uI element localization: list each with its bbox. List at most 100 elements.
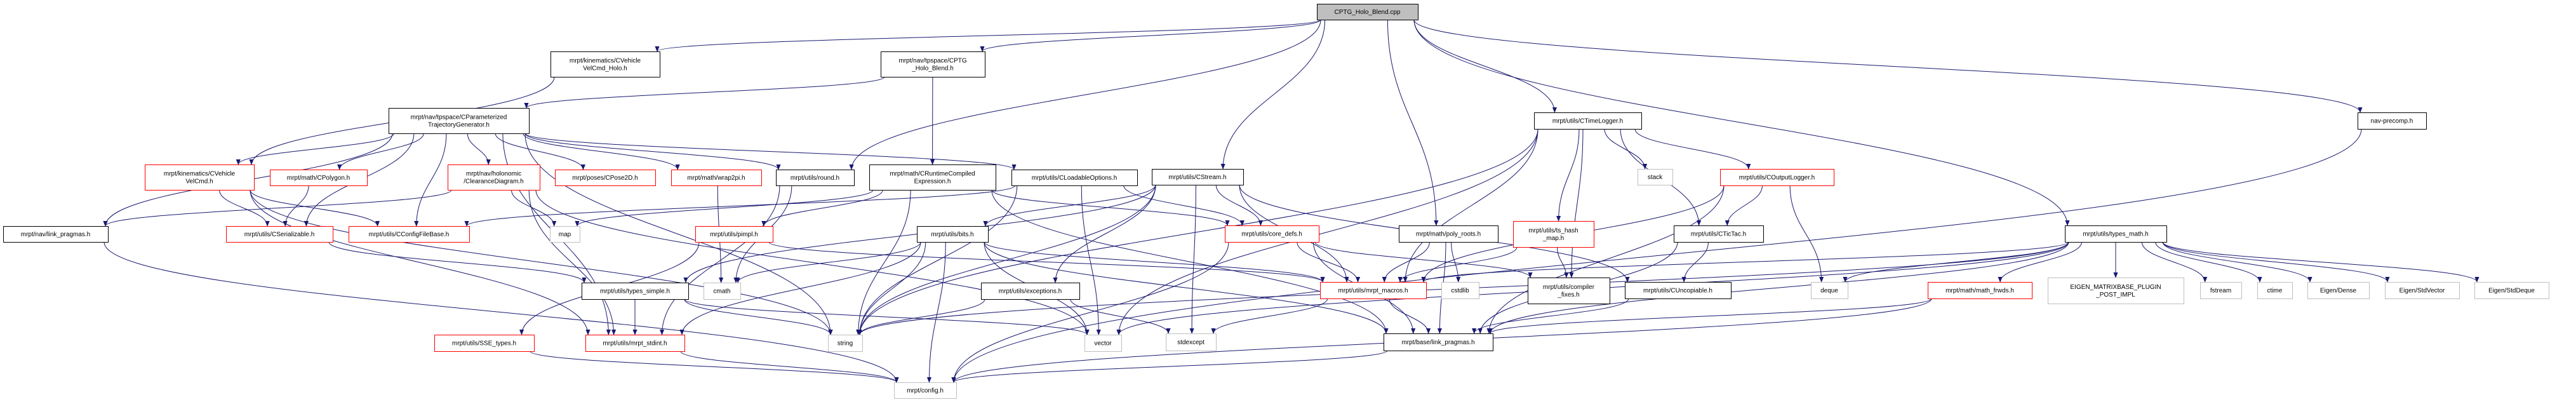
node-uncopiable[interactable]: mrpt/utils/CUncopiable.h — [1625, 282, 1732, 299]
node-label: CPTG_Holo_Blend.cpp — [1335, 9, 1401, 16]
edge-bits-to-string — [857, 241, 926, 335]
node-box — [389, 108, 530, 134]
node-label: mrpt/utils/compiler — [1543, 284, 1595, 291]
node-coutlogger[interactable]: mrpt/utils/COutputLogger.h — [1720, 169, 1834, 186]
edge-root-to-velholo — [655, 19, 1321, 52]
edge-typesmath-to-baselink — [1488, 241, 2069, 334]
node-label: Expression.h — [914, 178, 951, 185]
node-box — [145, 164, 255, 191]
node-label: vector — [1094, 340, 1112, 347]
node-label: mrpt/utils/types_simple.h — [600, 288, 670, 295]
node-compfixes[interactable]: mrpt/utils/compiler_fixes.h — [1528, 278, 1610, 304]
node-mathfrwds[interactable]: mrpt/math/math_frwds.h — [1928, 282, 2032, 299]
node-bits[interactable]: mrpt/utils/bits.h — [917, 226, 989, 243]
node-label: mrpt/utils/CTicTac.h — [1691, 231, 1746, 238]
node-box — [1811, 282, 1848, 299]
node-polyroots[interactable]: mrpt/math/poly_roots.h — [1399, 225, 1498, 243]
node-ptgholo[interactable]: mrpt/nav/tpspace/CPTG_Holo_Blend.h — [881, 51, 985, 77]
node-sse[interactable]: mrpt/utils/SSE_types.h — [434, 335, 535, 352]
edge-typesmath-to-stddeque — [2162, 241, 2479, 283]
edge-pimpl-to-macros — [768, 241, 1325, 283]
node-wrap2pi[interactable]: mrpt/math/wrap2pi.h — [671, 170, 762, 186]
node-label: mrpt/utils/ts_hash — [1528, 227, 1578, 234]
edge-rce-to-coredefs — [991, 189, 1230, 226]
edge-coutlogger-to-ctictac — [1725, 185, 1763, 226]
node-cstream[interactable]: mrpt/utils/CStream.h — [1152, 169, 1244, 185]
node-box — [2065, 225, 2167, 243]
edge-bits-to-config — [926, 241, 946, 383]
node-label: mrpt/nav/holonomic — [466, 171, 521, 178]
edge-navprecomp-to-config — [951, 128, 2362, 383]
node-typessimple[interactable]: mrpt/utils/types_simple.h — [582, 283, 689, 300]
edge-mathfrwds-to-baselink — [1488, 298, 1932, 334]
node-box — [550, 226, 580, 243]
nodes-layer: CPTG_Holo_Blend.cpp mrpt/kinematics/CVehi… — [3, 4, 2549, 399]
node-cserializable[interactable]: mrpt/utils/CSerializable.h — [226, 226, 333, 243]
node-cpolygon[interactable]: mrpt/math/CPolygon.h — [270, 170, 368, 186]
edge-clearance-to-map — [511, 189, 557, 227]
node-label: nav-precomp.h — [2371, 118, 2413, 125]
node-box — [1152, 169, 1244, 185]
node-box — [869, 164, 996, 191]
node-label: mrpt/utils/CConfigFileBase.h — [369, 231, 450, 238]
edge-root-to-round — [849, 19, 1321, 170]
node-eigendense: Eigen/Dense — [2307, 282, 2370, 299]
edge-rce-to-map — [575, 189, 874, 227]
node-box — [555, 170, 656, 186]
node-coredefs[interactable]: mrpt/utils/core_defs.h — [1225, 225, 1319, 243]
node-exceptions[interactable]: mrpt/utils/exceptions.h — [981, 283, 1080, 300]
node-typesmath[interactable]: mrpt/utils/types_math.h — [2065, 225, 2167, 243]
node-navprecomp[interactable]: nav-precomp.h — [2358, 112, 2427, 130]
node-clearance[interactable]: mrpt/nav/holonomic/ClearanceDiagram.h — [448, 164, 540, 191]
node-label: mrpt/utils/types_math.h — [2083, 231, 2148, 238]
node-label: Eigen/StdVector — [2399, 288, 2445, 295]
node-box — [1528, 278, 1610, 304]
node-stdvector: Eigen/StdVector — [2385, 282, 2460, 299]
node-navlink[interactable]: mrpt/nav/link_pragmas.h — [3, 226, 109, 243]
node-ptg[interactable]: mrpt/nav/tpspace/CParameterizedTrajector… — [389, 108, 530, 134]
node-box — [2307, 282, 2370, 299]
node-label: mrpt/utils/round.h — [791, 175, 839, 182]
node-cpose2d[interactable]: mrpt/poses/CPose2D.h — [555, 170, 656, 186]
node-cconfig[interactable]: mrpt/utils/CConfigFileBase.h — [349, 226, 470, 243]
edge-root-to-timelogger — [1413, 19, 1558, 113]
node-box — [1638, 169, 1673, 185]
node-root[interactable]: CPTG_Holo_Blend.cpp — [1317, 4, 1418, 20]
node-timelogger[interactable]: mrpt/utils/CTimeLogger.h — [1534, 112, 1642, 130]
node-box — [894, 382, 957, 399]
node-vector: vector — [1084, 335, 1122, 352]
node-box — [582, 283, 689, 300]
node-macros[interactable]: mrpt/utils/mrpt_macros.h — [1320, 282, 1427, 299]
edge-macros-to-stdexcept — [1211, 298, 1328, 334]
edge-timelogger-to-tshash — [1556, 128, 1580, 222]
edge-cstream-to-coredefs — [1215, 184, 1264, 226]
edge-loadable-to-coredefs — [1123, 185, 1245, 226]
node-box — [1928, 282, 2032, 299]
node-pimpl[interactable]: mrpt/utils/pimpl.h — [695, 226, 773, 243]
node-round[interactable]: mrpt/utils/round.h — [776, 170, 855, 186]
node-loadable[interactable]: mrpt/utils/CLoadableOptions.h — [1011, 170, 1138, 186]
node-tshash[interactable]: mrpt/utils/ts_hash_map.h — [1513, 221, 1594, 248]
node-box — [448, 164, 540, 191]
edge-rce-to-pimpl — [761, 189, 883, 227]
node-box — [2257, 282, 2293, 299]
edge-typesmath-to-mathfrwds — [1998, 241, 2082, 283]
edge-ptg-to-wrap2pi — [523, 133, 680, 170]
edge-ptg-to-cpolygon — [337, 133, 424, 170]
node-label: mrpt/nav/tpspace/CParameterized — [411, 114, 507, 121]
edge-root-to-polyroots — [1387, 19, 1439, 226]
node-ctictac[interactable]: mrpt/utils/CTicTac.h — [1674, 225, 1764, 243]
node-box — [1720, 169, 1834, 186]
node-stdint[interactable]: mrpt/utils/mrpt_stdint.h — [585, 335, 685, 352]
node-label: stdexcept — [1177, 339, 1205, 346]
node-box — [2385, 282, 2460, 299]
node-label: map — [559, 231, 571, 238]
edge-coredefs-to-macros — [1297, 241, 1361, 283]
edge-root-to-cstream — [1220, 19, 1326, 170]
node-label: mrpt/utils/CStream.h — [1168, 174, 1226, 181]
node-baselink[interactable]: mrpt/base/link_pragmas.h — [1384, 333, 1493, 351]
